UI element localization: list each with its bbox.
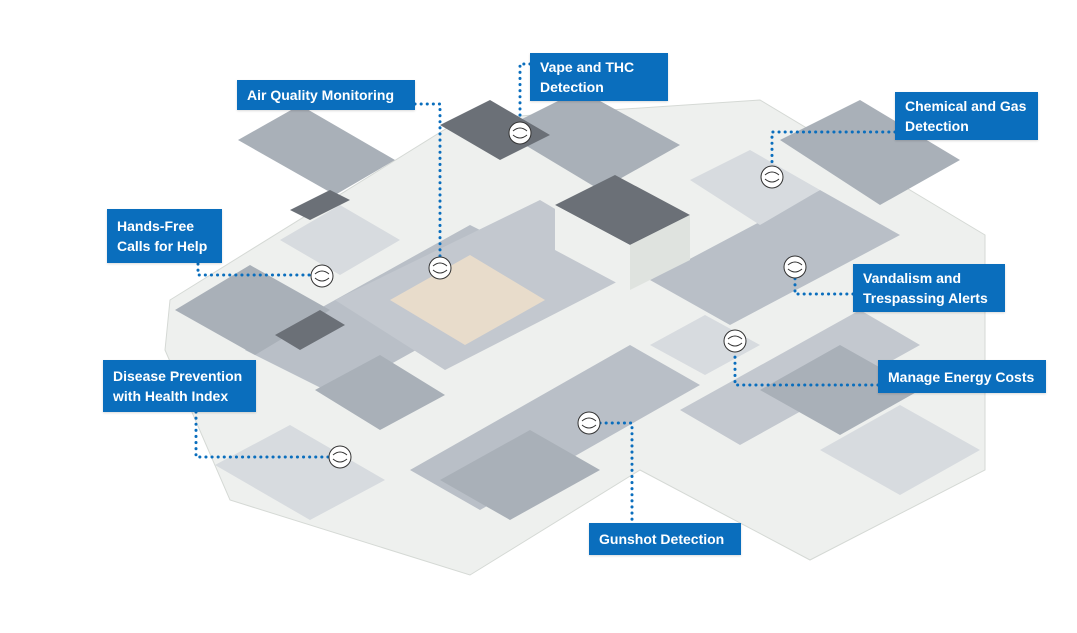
room-conference (215, 425, 385, 520)
core-side (630, 215, 690, 290)
room-mri (820, 405, 980, 495)
room-lab (690, 150, 820, 225)
wall-block-3 (290, 190, 350, 220)
label-hands-free-line2: Calls for Help (117, 238, 208, 254)
connector-chemical (770, 130, 897, 167)
label-chemical-line1: Chemical and Gas (905, 98, 1027, 114)
label-vandalism-line2: Trespassing Alerts (863, 290, 988, 306)
label-disease-line2: with Health Index (113, 388, 229, 404)
corridor-east (650, 190, 900, 325)
room-air-quality (238, 105, 395, 195)
room-chemical (780, 100, 960, 205)
sensor-icon (723, 329, 747, 353)
label-vape-line1: Vape and THC (540, 59, 635, 75)
connector-vandalism (793, 273, 855, 296)
sensor-icon (760, 165, 784, 189)
label-chemical-gas-detection: Chemical and Gas Detection (895, 92, 1038, 140)
connector-gunshot (598, 421, 634, 532)
label-vandalism-line1: Vandalism and (863, 270, 962, 286)
room-office (315, 355, 445, 430)
sensor-icon (428, 256, 452, 280)
label-chemical-line2: Detection (905, 118, 969, 134)
sensor-icon (310, 264, 334, 288)
sensor-icon (508, 121, 532, 145)
label-vape-line2: Detection (540, 79, 604, 95)
core-top (555, 175, 690, 245)
connector-vape (518, 62, 532, 122)
label-hands-free-line1: Hands-Free (117, 218, 195, 234)
sensor-icon (577, 411, 601, 435)
label-disease-prevention: Disease Prevention with Health Index (103, 360, 256, 412)
label-energy-text: Manage Energy Costs (888, 368, 1035, 385)
label-gunshot-detection: Gunshot Detection (589, 523, 741, 555)
room-patient (280, 205, 400, 275)
wall-block-1 (440, 100, 550, 160)
label-gunshot-text: Gunshot Detection (599, 531, 725, 547)
label-air-quality-text: Air Quality Monitoring (247, 87, 394, 103)
label-hands-free-calls: Hands-Free Calls for Help (107, 209, 222, 263)
label-disease-line1: Disease Prevention (113, 368, 243, 384)
label-vape-thc-detection: Vape and THC Detection (530, 53, 668, 101)
wall-block-2 (275, 310, 345, 350)
connector-hands-free (196, 262, 312, 277)
label-manage-energy-costs: Manage Energy Costs (878, 360, 1046, 393)
label-air-quality-monitoring: Air Quality Monitoring (237, 80, 415, 110)
label-vandalism-trespassing: Vandalism and Trespassing Alerts (853, 264, 1005, 312)
room-vape (500, 90, 680, 190)
sensor-icon (328, 445, 352, 469)
connector-air-quality (413, 102, 442, 259)
room-reception (390, 255, 545, 345)
room-waiting (440, 430, 600, 520)
connector-energy (733, 350, 880, 387)
core-front (555, 205, 630, 290)
connector-disease (194, 410, 332, 459)
sensor-icon (783, 255, 807, 279)
